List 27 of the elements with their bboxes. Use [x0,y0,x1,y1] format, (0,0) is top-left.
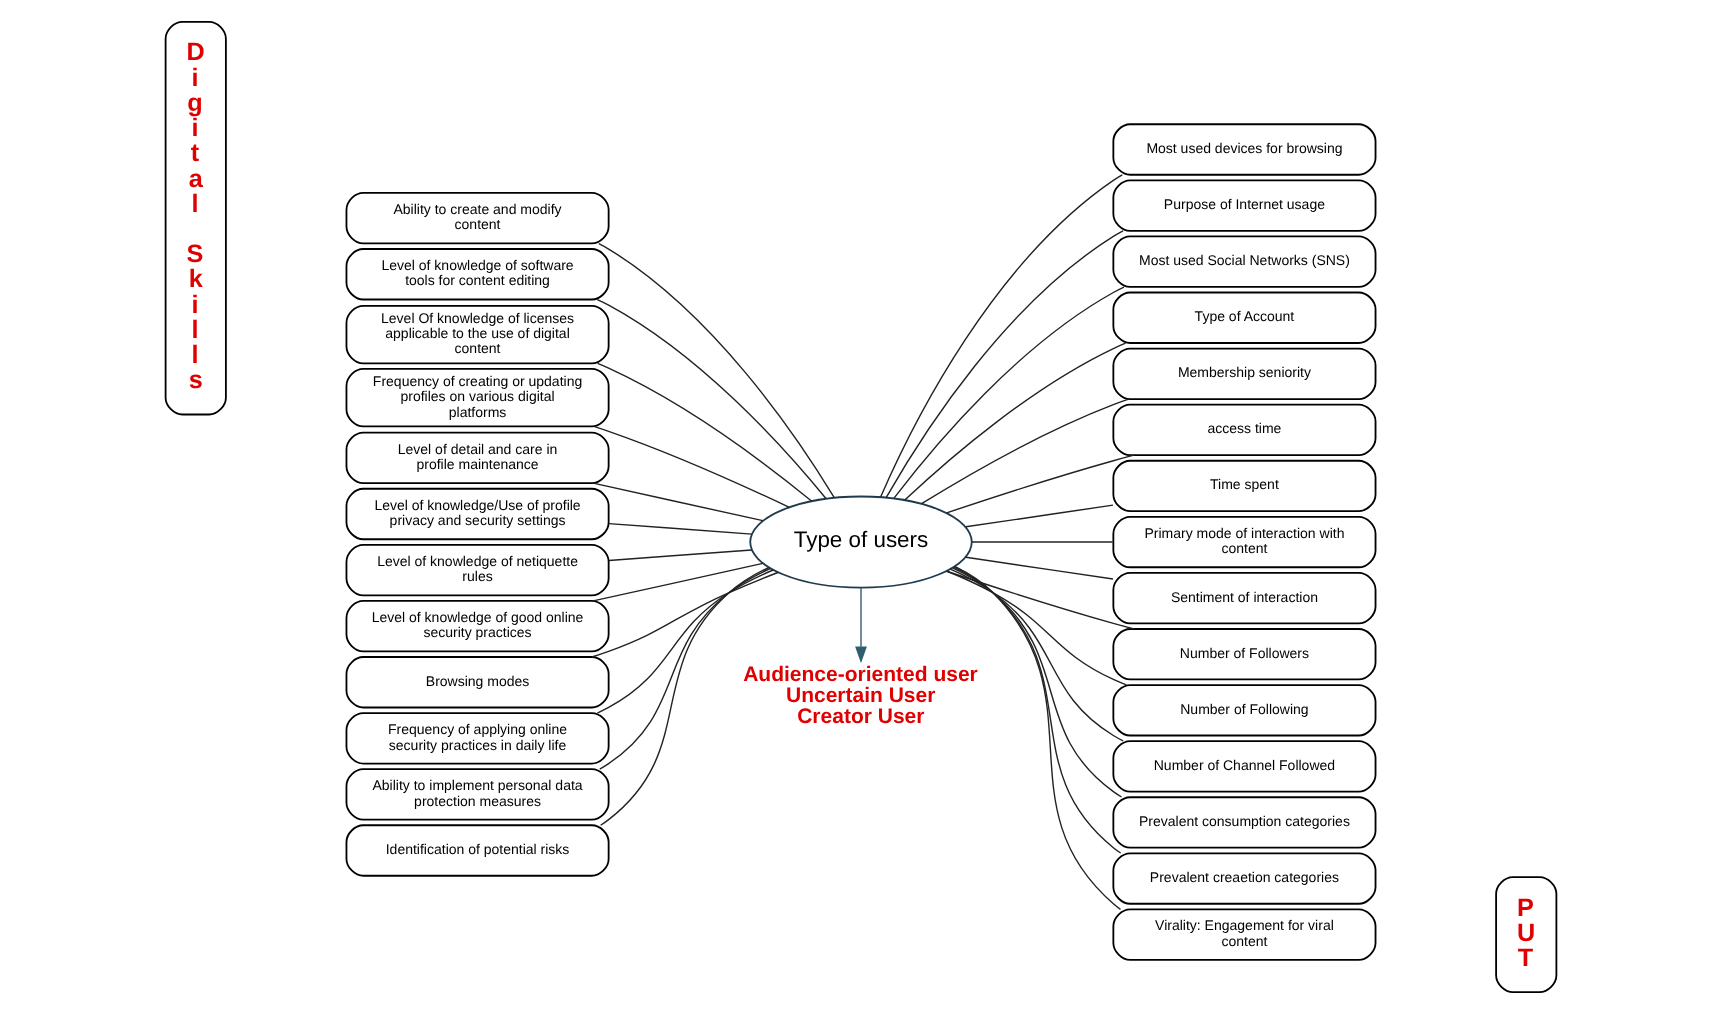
node-text: Audience-oriented user Uncertain User Creator User [743,662,978,729]
connector [880,174,1123,498]
connector [596,569,774,714]
connector [949,568,1124,742]
connector [596,362,813,502]
node-ellipse: Type of users [749,495,973,589]
connector [599,567,771,770]
connector [598,242,835,499]
connector [965,504,1114,528]
connector [596,298,827,500]
connector [893,286,1125,499]
arrow [855,586,867,664]
connector [945,570,1128,686]
connector [885,230,1124,499]
connector [954,566,1122,911]
connector [599,566,770,826]
connector [953,566,1122,854]
connector [592,562,764,602]
connector [608,549,753,562]
node-box: PUT [1495,876,1558,993]
connector [965,556,1114,580]
connector [952,567,1123,798]
node-box: Digital Skills [164,21,227,416]
connector [904,342,1127,501]
connector [608,522,753,535]
connector [592,482,764,522]
connector [971,541,1114,543]
